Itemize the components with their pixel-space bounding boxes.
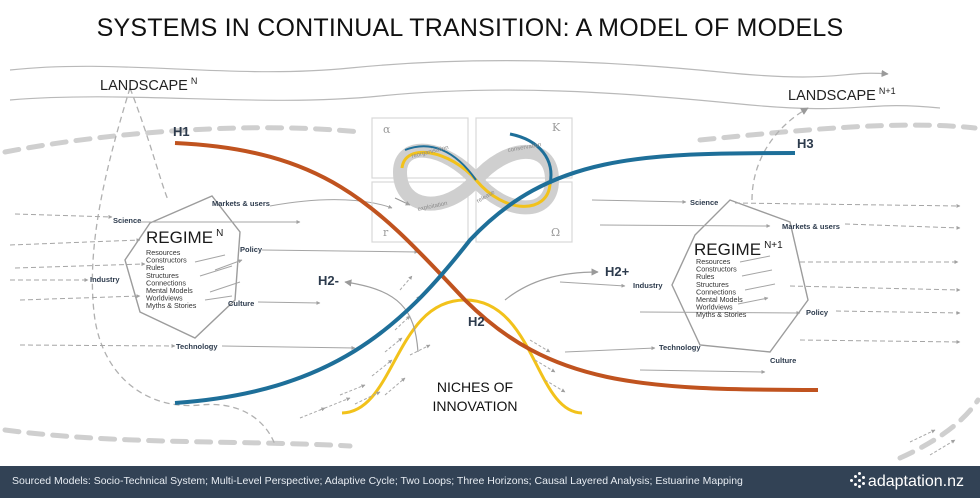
h1-curve <box>174 141 819 392</box>
h3-label: H3 <box>797 136 814 151</box>
regime-right-industry: Industry <box>633 281 663 290</box>
regime-right-policy: Policy <box>806 308 829 317</box>
regime-left-technology: Technology <box>176 342 218 351</box>
h2-plus-label: H2+ <box>605 264 630 279</box>
regime-right-items: Resources Constructors Rules Structures … <box>696 257 747 319</box>
h3-curve <box>174 151 796 405</box>
regime-right-science: Science <box>690 198 718 207</box>
regime-left-hexagon <box>124 195 241 339</box>
quadrant-r: r <box>383 226 389 239</box>
regime-left-culture: Culture <box>228 299 254 308</box>
h2-minus-arrow <box>344 279 419 353</box>
regime-field-boundary <box>2 122 980 461</box>
niches-line1: NICHES OF <box>437 379 513 395</box>
brand-logo-icon <box>849 472 865 488</box>
h1-label: H1 <box>173 124 190 139</box>
niches-line2: INNOVATION <box>432 398 517 414</box>
regime-left-outputs <box>140 199 419 350</box>
h2-minus-label: H2- <box>318 273 339 288</box>
regime-left-policy: Policy <box>240 245 263 254</box>
regime-right-outputs <box>559 199 801 374</box>
regime-left-arrows <box>9 213 176 348</box>
brand-name: adaptation.nz <box>867 473 964 490</box>
regime-right-culture: Culture <box>770 356 796 365</box>
h2-plus-arrow <box>504 268 599 301</box>
niche-arrows <box>299 275 956 456</box>
cycle-conservation: conservation <box>507 142 542 154</box>
landscape-band <box>9 60 941 110</box>
regime-right-markets: Markets & users <box>782 222 840 231</box>
h2-label: H2 <box>468 314 485 329</box>
landscape-droplet-left <box>91 87 276 446</box>
regime-left-industry: Industry <box>90 275 120 284</box>
regime-right-hexagon <box>671 199 809 353</box>
page-title: SYSTEMS IN CONTINUAL TRANSITION: A MODEL… <box>96 14 844 42</box>
regime-right-arrows <box>734 202 961 344</box>
quadrant-omega: Ω <box>551 226 560 239</box>
quadrant-alpha: α <box>383 123 391 136</box>
landscape-arrow-right <box>751 107 809 201</box>
footer-sources: Sourced Models: Socio-Technical System; … <box>12 475 743 487</box>
regime-left-science: Science <box>113 216 141 225</box>
footer-brand[interactable]: adaptation.nz <box>849 472 964 491</box>
footer-bar: Sourced Models: Socio-Technical System; … <box>0 466 980 498</box>
regime-left-markets: Markets & users <box>212 199 270 208</box>
quadrant-kappa: K <box>552 121 561 134</box>
adaptive-cycle <box>371 117 573 243</box>
regime-right-technology: Technology <box>659 343 701 352</box>
regime-left-items: Resources Constructors Rules Structures … <box>146 248 197 310</box>
